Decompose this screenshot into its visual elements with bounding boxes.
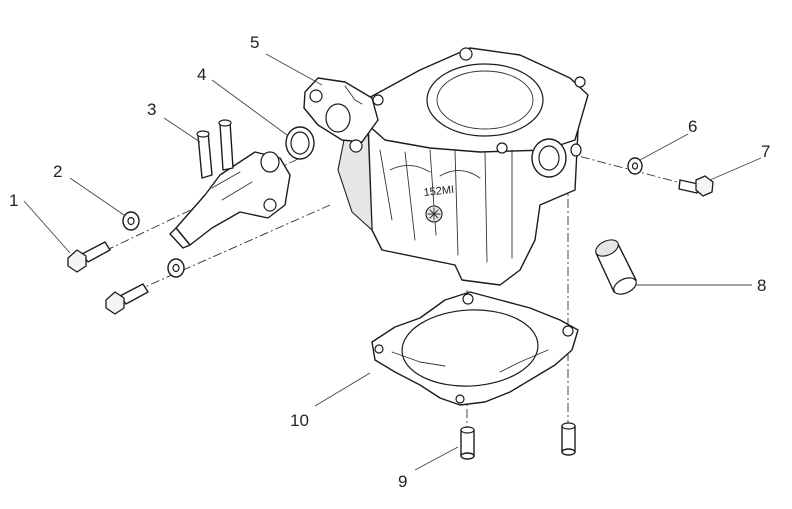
callout-9: 9	[398, 472, 407, 491]
dowel-pin-right	[561, 422, 576, 456]
callout-8: 8	[757, 276, 766, 295]
callout-7: 7	[761, 142, 770, 161]
leader-10	[314, 372, 371, 407]
washer-lower	[167, 258, 185, 278]
flange-bolt-right	[678, 175, 714, 197]
leader-lines	[23, 53, 762, 471]
callout-3: 3	[147, 100, 156, 119]
leader-1	[23, 200, 71, 254]
cylinder-base-gasket	[371, 291, 579, 406]
callout-6: 6	[688, 117, 697, 136]
coolant-outlet-fitting	[169, 119, 291, 249]
leader-7	[709, 157, 762, 181]
callout-5: 5	[250, 33, 259, 52]
callout-1: 1	[9, 191, 18, 210]
dowel-pin-left	[460, 426, 475, 460]
washer-upper	[122, 211, 140, 231]
leader-6	[639, 133, 689, 161]
leader-5	[265, 53, 323, 86]
flange-bolt-upper	[67, 241, 111, 273]
leader-2	[69, 177, 125, 216]
washer-right	[627, 157, 643, 175]
callout-10: 10	[290, 411, 309, 430]
engine-stamp: 152MI	[423, 184, 455, 199]
hose-nipple-right	[219, 121, 234, 171]
dowel-sleeve	[595, 239, 637, 295]
axis-bolt-lower	[119, 204, 331, 299]
cylinder-bore	[426, 63, 544, 137]
o-ring	[285, 126, 315, 160]
cylinder-block: 152MI	[337, 47, 589, 286]
leader-4	[211, 79, 288, 136]
leader-9	[414, 446, 459, 471]
callout-labels: 1 2 3 4 5 6 7 8 9 10	[9, 33, 770, 491]
thermostat-housing-cover	[303, 77, 379, 153]
flange-bolt-lower	[105, 283, 149, 315]
leader-3	[163, 117, 201, 143]
callout-4: 4	[197, 65, 206, 84]
hose-nipple-left	[197, 131, 213, 179]
callout-2: 2	[53, 162, 62, 181]
